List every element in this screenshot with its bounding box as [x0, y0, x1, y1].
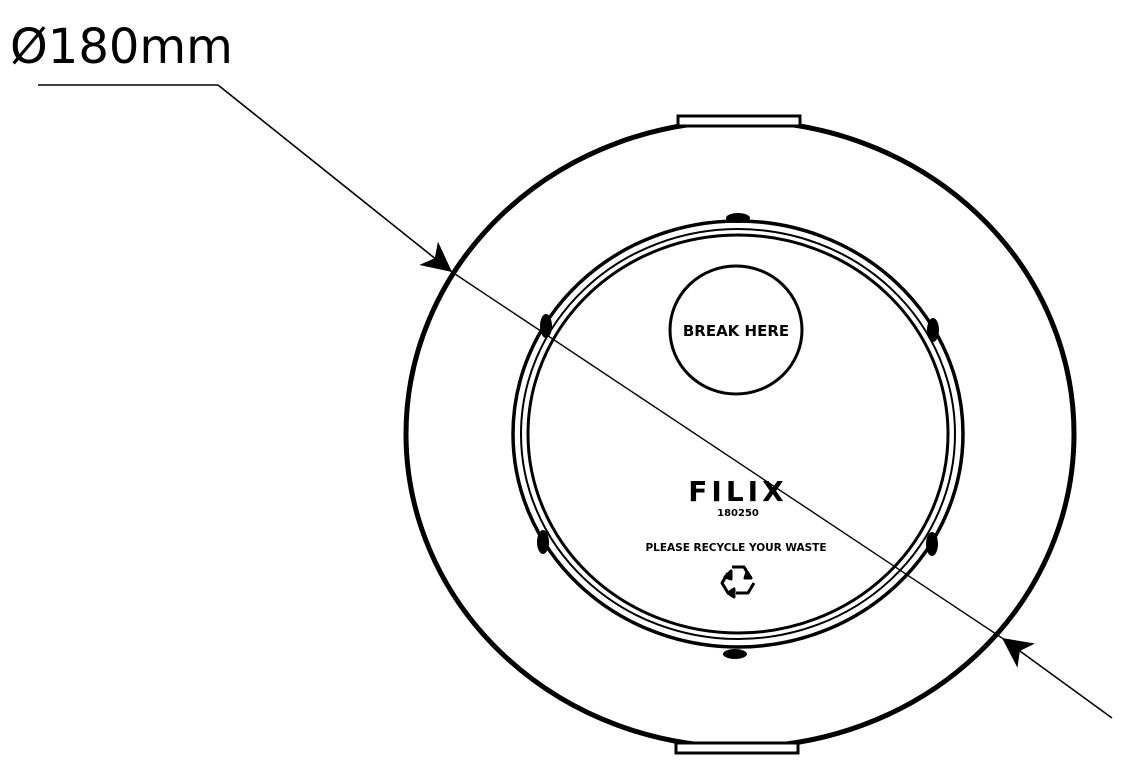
break-here-label: BREAK HERE — [683, 322, 789, 340]
recycle-icon — [720, 565, 756, 599]
brand-logo: FILIX — [688, 475, 787, 508]
dimension-leader-upper — [217, 84, 453, 273]
product-code: 180250 — [717, 508, 759, 519]
diameter-label: Ø180mm — [10, 19, 233, 75]
recycle-text: PLEASE RECYCLE YOUR WASTE — [645, 542, 826, 554]
top-tab — [676, 114, 802, 128]
dimension-leader-lower — [1001, 637, 1113, 719]
break-here-circle — [668, 264, 804, 396]
bottom-tab — [674, 741, 800, 755]
inner-lid — [511, 219, 965, 649]
